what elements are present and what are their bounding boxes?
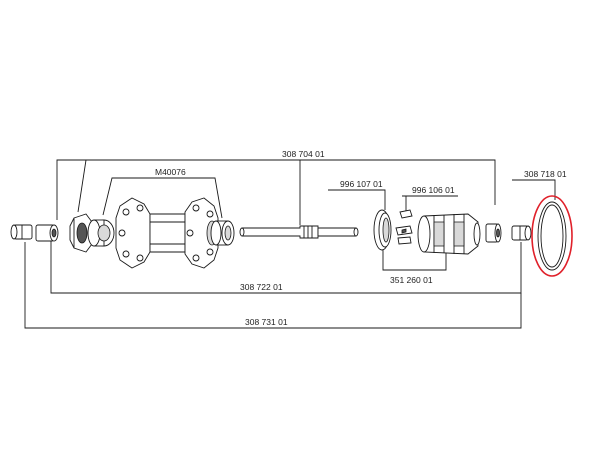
label-end-caps-outer: 308 731 01 — [245, 317, 288, 327]
left-spacer — [35, 224, 59, 242]
right-end-cap — [511, 225, 532, 241]
seal-ring — [373, 209, 392, 251]
hub-shell — [115, 197, 219, 269]
label-end-caps-inner: 308 722 01 — [240, 282, 283, 292]
axle — [239, 225, 359, 239]
lock-nut — [69, 213, 93, 253]
right-spacer — [485, 223, 502, 243]
freehub-body — [417, 213, 481, 255]
label-seal-ring: 996 107 01 — [340, 179, 383, 189]
label-o-ring: 308 718 01 — [524, 169, 567, 179]
leader-lines — [24, 159, 556, 329]
right-bearing — [210, 220, 235, 246]
label-main-axle-kit: 308 704 01 — [282, 149, 325, 159]
left-end-cap — [10, 224, 33, 240]
highlight-circle — [531, 195, 573, 277]
pawl-springs — [395, 209, 413, 245]
left-bearing — [87, 219, 115, 247]
label-freehub-body: 351 260 01 — [390, 275, 433, 285]
label-bearing: M40076 — [155, 167, 186, 177]
label-pawl-spring: 996 106 01 — [412, 185, 455, 195]
o-ring — [537, 201, 567, 271]
